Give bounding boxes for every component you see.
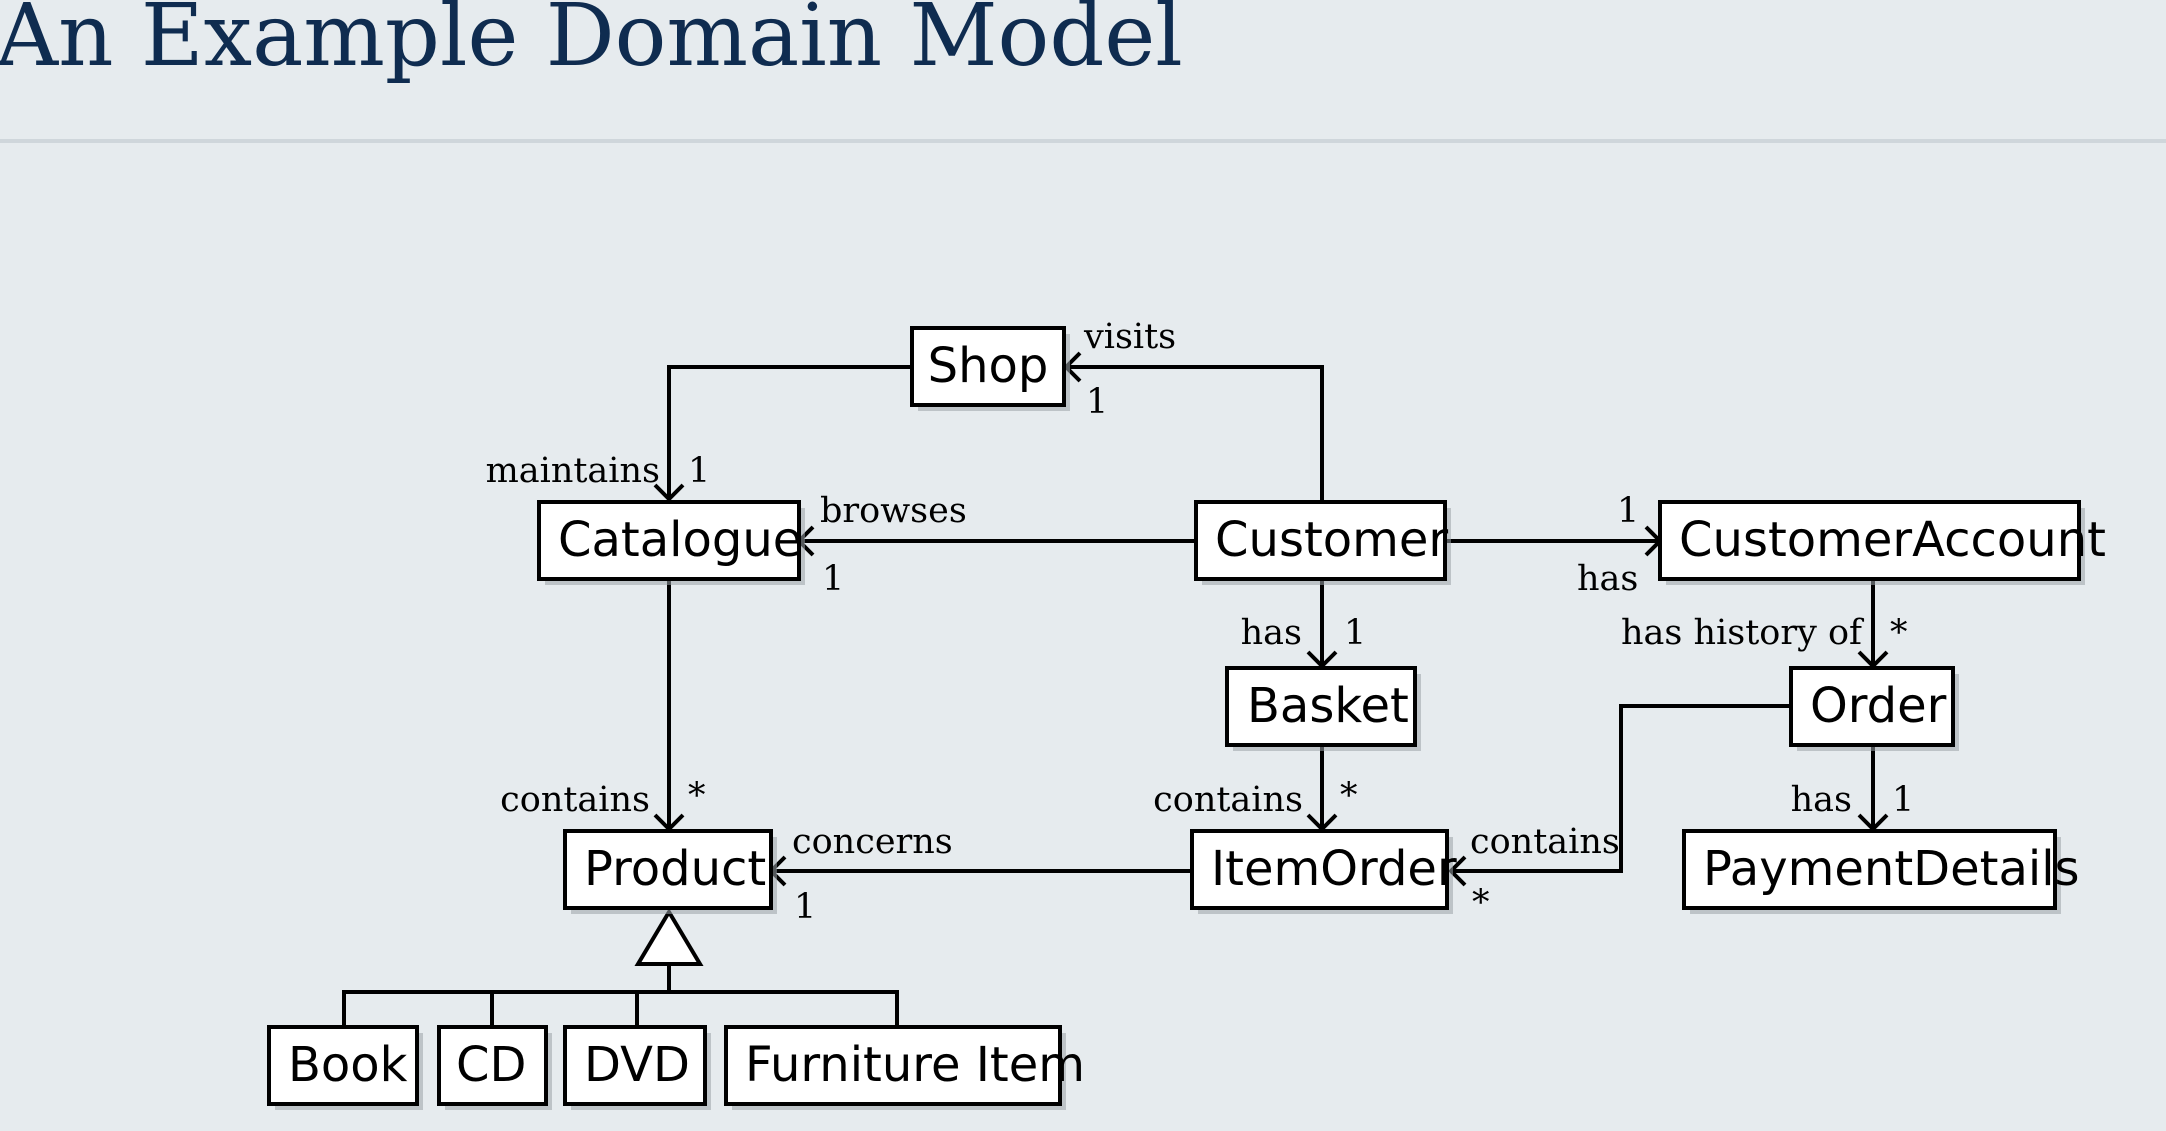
mult-visits: 1: [1086, 382, 1108, 422]
label-customer-basket: has: [1241, 613, 1302, 653]
mult-basket-itemorder: *: [1340, 776, 1358, 816]
label-account-order: has history of: [1621, 613, 1865, 653]
class-book-name: Book: [288, 1037, 408, 1093]
class-cd-name: CD: [456, 1037, 526, 1093]
title-divider: [0, 139, 2166, 143]
generalization-tree: [342, 990, 899, 1025]
page-title: An Example Domain Model: [0, 0, 1183, 86]
mult-account-order: *: [1890, 613, 1908, 653]
mult-catalogue-product: *: [688, 776, 706, 816]
class-catalogue: Catalogue: [537, 500, 805, 585]
class-book: Book: [267, 1025, 423, 1110]
class-cd: CD: [437, 1025, 552, 1110]
class-customer-account: CustomerAccount: [1658, 500, 2106, 585]
class-furniture-item-name: Furniture Item: [745, 1037, 1085, 1093]
class-item-order: ItemOrder: [1190, 829, 1457, 914]
class-order: Order: [1789, 666, 1959, 751]
class-dvd-name: DVD: [584, 1037, 690, 1093]
mult-customer-account: 1: [1617, 491, 1639, 531]
label-browses: browses: [820, 491, 967, 531]
class-shop: Shop: [910, 326, 1070, 411]
class-catalogue-name: Catalogue: [558, 512, 802, 568]
label-visits: visits: [1083, 317, 1176, 357]
arrowhead-catalogue-top: [653, 483, 685, 502]
label-itemorder-product: concerns: [792, 822, 953, 862]
class-product-name: Product: [584, 841, 766, 897]
class-customer-account-name: CustomerAccount: [1679, 512, 2106, 568]
class-dvd: DVD: [563, 1025, 711, 1110]
generalization-triangle: [634, 908, 704, 966]
class-customer: Customer: [1194, 500, 1451, 585]
class-payment-details: PaymentDetails: [1682, 829, 2080, 914]
edge-shop-catalogue: [667, 365, 912, 499]
class-payment-details-name: PaymentDetails: [1703, 841, 2080, 897]
class-furniture-item: Furniture Item: [724, 1025, 1085, 1110]
mult-itemorder-product: 1: [794, 887, 816, 927]
edge-order-itemorder: [1451, 704, 1791, 873]
label-order-itemorder: contains: [1470, 822, 1620, 862]
mult-order-itemorder: *: [1472, 883, 1490, 923]
mult-order-payment: 1: [1892, 780, 1914, 820]
label-customer-account: has: [1577, 559, 1638, 599]
label-order-payment: has: [1791, 780, 1852, 820]
class-shop-name: Shop: [928, 338, 1049, 394]
class-basket: Basket: [1225, 666, 1421, 751]
class-order-name: Order: [1810, 678, 1947, 734]
class-basket-name: Basket: [1247, 678, 1409, 734]
label-basket-itemorder: contains: [1153, 780, 1303, 820]
class-customer-name: Customer: [1215, 512, 1448, 568]
mult-maintains: 1: [688, 451, 710, 491]
mult-browses: 1: [822, 559, 844, 599]
label-catalogue-product: contains: [500, 780, 650, 820]
mult-customer-basket: 1: [1344, 613, 1366, 653]
edge-customer-shop: [1066, 365, 1324, 502]
label-maintains: maintains: [486, 451, 660, 491]
class-product: Product: [563, 829, 777, 914]
class-item-order-name: ItemOrder: [1211, 841, 1457, 897]
